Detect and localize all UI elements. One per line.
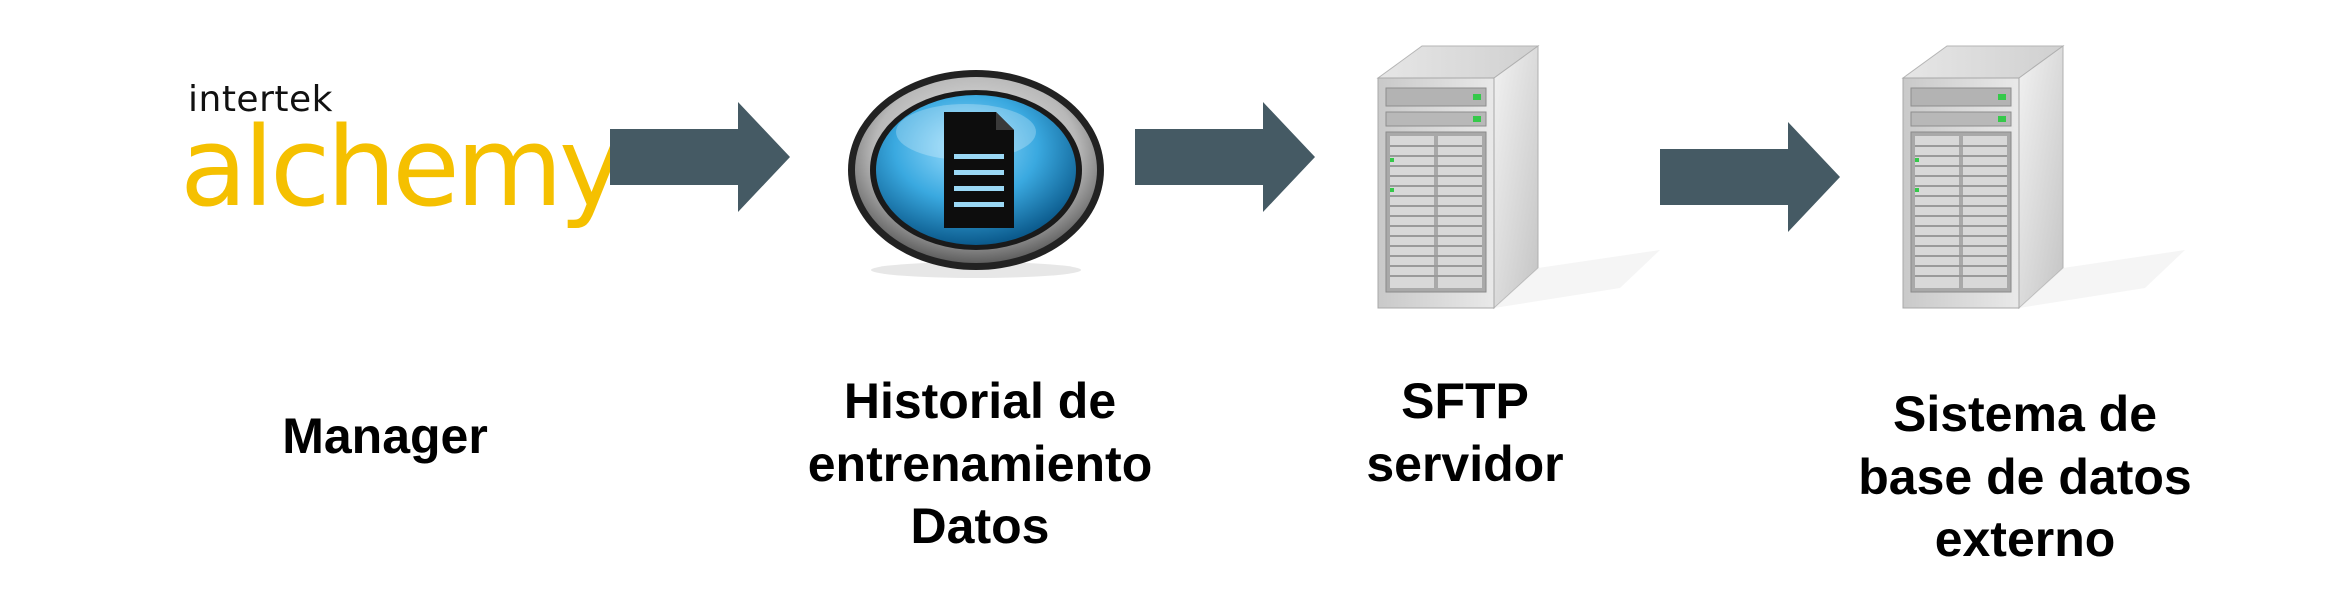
flow-arrow-1-icon: [610, 102, 790, 212]
label-manager: Manager: [235, 405, 535, 468]
label-external-database-line-1: Sistema de: [1892, 386, 2157, 442]
label-external-database: Sistema de base de datos externo: [1810, 383, 2240, 571]
label-sftp-server: SFTP servidor: [1305, 370, 1625, 495]
logo-intertek-text: intertek: [188, 79, 333, 120]
label-training-history-line-1: Historial de: [843, 373, 1117, 429]
label-external-database-line-3: externo: [1934, 511, 2116, 567]
flow-arrow-2-icon: [1135, 102, 1315, 212]
logo-alchemy-text: alchemy: [180, 103, 624, 231]
label-sftp-server-line-1: SFTP: [1401, 373, 1529, 429]
database-server-icon: [1901, 45, 2185, 310]
document-icon: [848, 70, 1104, 278]
label-manager-line-1: Manager: [282, 408, 488, 464]
sftp-server-icon: [1376, 45, 1660, 310]
label-training-history: Historial de entrenamiento Datos: [770, 370, 1190, 558]
label-external-database-line-2: base de datos: [1858, 448, 2192, 505]
label-training-history-line-2: entrenamiento: [807, 435, 1153, 492]
label-training-history-line-3: Datos: [910, 498, 1050, 554]
label-sftp-server-line-2: servidor: [1366, 435, 1564, 492]
intertek-alchemy-logo: intertek alchemy: [180, 79, 624, 252]
flow-arrow-3-icon: [1660, 122, 1840, 232]
